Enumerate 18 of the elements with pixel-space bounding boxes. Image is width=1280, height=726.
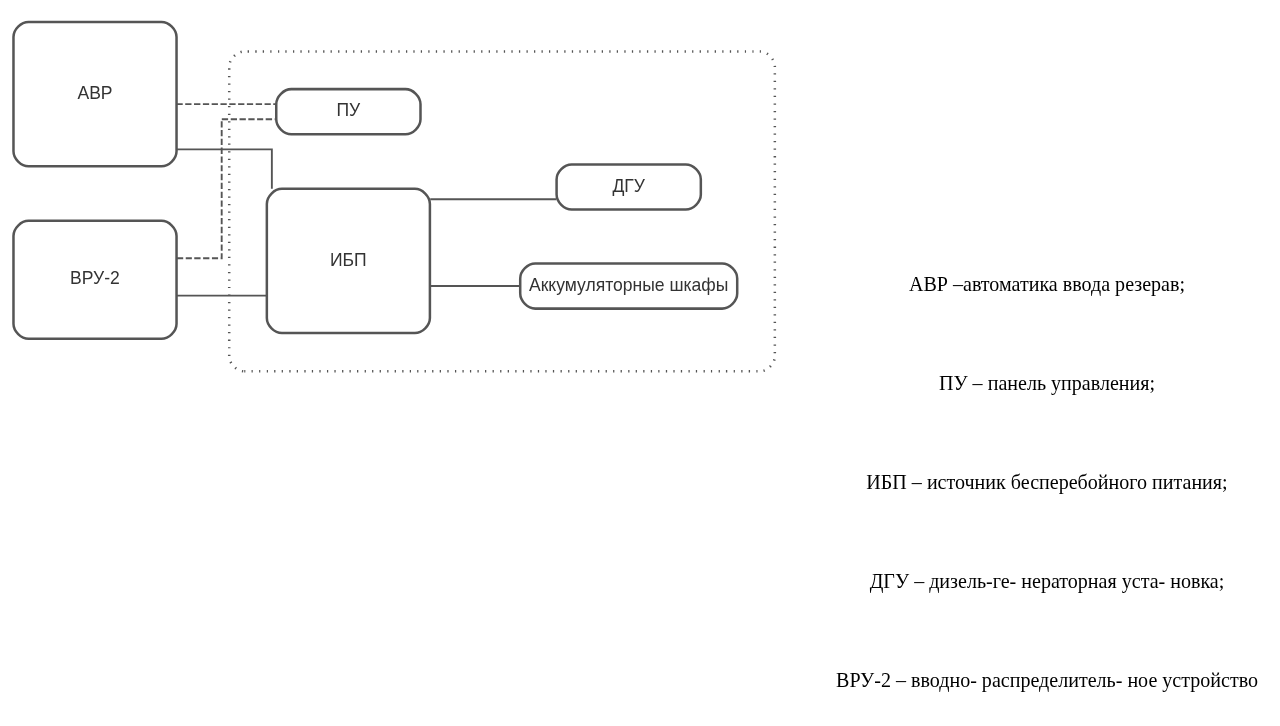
connector <box>175 102 277 105</box>
connector <box>175 117 278 259</box>
connector <box>429 284 522 287</box>
node-box: ВРУ-2 <box>12 219 178 340</box>
node-box: ДГУ <box>555 162 703 211</box>
label: ПУ – панель управления; <box>938 371 1156 394</box>
label: АВР –автоматика ввода резерав; <box>908 272 1186 295</box>
connector <box>175 147 273 190</box>
node-box: Аккумуляторные шкафы <box>518 261 739 310</box>
connector <box>429 197 558 200</box>
label: ДГУ – дизель-ге- нераторная уста- новка; <box>869 569 1225 592</box>
label: ВРУ-2 – вводно- распределитель- ное устройство <box>836 668 1259 691</box>
label: ИБП – источник бесперебойного питания; <box>866 470 1228 493</box>
node-box: ИБП <box>265 187 432 334</box>
node-box: ПУ <box>275 87 422 136</box>
connector <box>175 294 268 297</box>
node-box: АВР <box>12 20 178 167</box>
cluster <box>227 49 777 373</box>
